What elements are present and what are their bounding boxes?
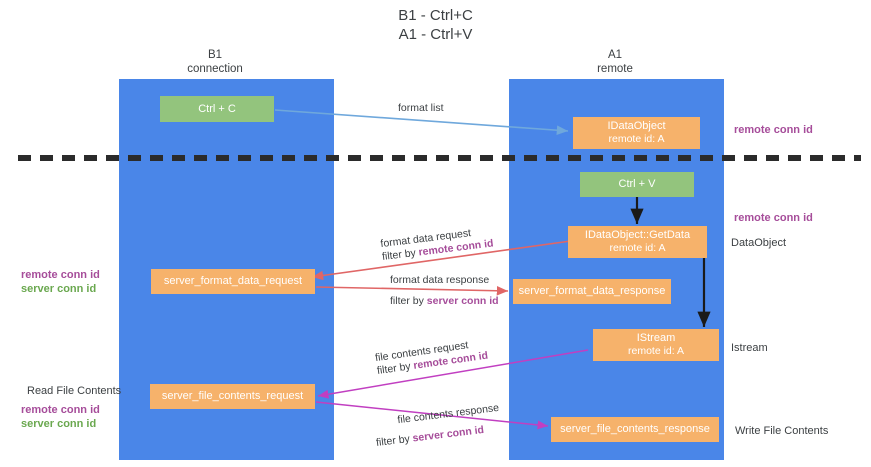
edge-label-file-contents-request: file contents request filter by remote c… (374, 337, 489, 378)
node-idataobject-title: IDataObject (607, 120, 666, 132)
node-server-format-data-request[interactable]: server_format_data_request (151, 269, 315, 294)
node-ctrl-c-label: Ctrl + C (198, 102, 236, 115)
column-header-a1: A1 remote (555, 48, 675, 76)
annotation-left-remote-conn-id: remote conn id (21, 269, 100, 281)
column-header-a1-name: A1 (607, 49, 623, 61)
edge-label-file-contents-response-key: server conn id (411, 423, 485, 445)
node-getdata-title: IDataObject::GetData (584, 229, 691, 241)
node-server-format-data-response[interactable]: server_format_data_response (513, 279, 671, 304)
annotation-left-server-conn-id-2: server conn id (21, 418, 97, 430)
node-server-format-data-request-label: server_format_data_request (163, 275, 303, 287)
edge-label-format-data-response-line1: format data response (390, 274, 490, 286)
edge-label-file-contents-response: file contents response filter by server … (373, 402, 502, 450)
node-server-file-contents-request[interactable]: server_file_contents_request (150, 384, 315, 409)
node-ctrl-c[interactable]: Ctrl + C (160, 96, 274, 122)
annotation-right-remote-conn-id-mid: remote conn id (734, 212, 813, 224)
annotation-right-dataobject: DataObject (731, 237, 787, 249)
node-server-file-contents-request-label: server_file_contents_request (161, 390, 304, 402)
node-istream-subtitle: remote id: A (627, 345, 685, 357)
annotation-right-write-file-contents: Write File Contents (735, 425, 829, 437)
node-getdata-subtitle: remote id: A (609, 242, 666, 254)
diagram-title: B1 - Ctrl+C A1 - Ctrl+V (0, 6, 871, 44)
annotation-left-remote-conn-id-2: remote conn id (21, 404, 100, 416)
column-header-b1-name: B1 (207, 49, 223, 61)
node-ctrl-v[interactable]: Ctrl + V (580, 172, 694, 197)
edge-label-format-list: format list (398, 102, 444, 114)
node-istream-title: IStream (636, 332, 676, 344)
edge-label-format-data-response-prefix: filter by (390, 295, 427, 307)
edge-label-format-data-response-key: server conn id (426, 295, 499, 307)
column-header-a1-role: remote (597, 63, 633, 75)
edge-label-format-data-response-line2: filter by server conn id (390, 295, 499, 308)
edge-label-file-contents-response-line2: filter by server conn id (375, 422, 502, 450)
title-line-1: B1 - Ctrl+C (398, 7, 473, 24)
annotation-right-istream: Istream (731, 342, 768, 354)
node-getdata[interactable]: IDataObject::GetData remote id: A (568, 226, 707, 258)
node-server-format-data-response-label: server_format_data_response (518, 285, 666, 297)
node-idataobject-subtitle: remote id: A (608, 133, 665, 145)
node-istream[interactable]: IStream remote id: A (593, 329, 719, 361)
phase-separator (18, 155, 861, 161)
annotation-right-remote-conn-id-top: remote conn id (734, 124, 813, 136)
edge-label-file-contents-response-prefix: filter by (375, 432, 414, 450)
annotation-left-read-file-contents: Read File Contents (27, 385, 122, 397)
edge-label-format-data-request: format data request filter by remote con… (380, 225, 494, 264)
column-header-b1-role: connection (187, 63, 243, 75)
node-server-file-contents-response[interactable]: server_file_contents_response (551, 417, 719, 442)
column-header-b1: B1 connection (155, 48, 275, 76)
title-line-2: A1 - Ctrl+V (398, 26, 473, 43)
annotation-left-server-conn-id: server conn id (21, 283, 97, 295)
node-server-file-contents-response-label: server_file_contents_response (560, 423, 710, 435)
node-idataobject[interactable]: IDataObject remote id: A (573, 117, 700, 149)
edge-label-format-data-response: format data response filter by server co… (390, 274, 499, 308)
node-ctrl-v-label: Ctrl + V (618, 178, 656, 190)
